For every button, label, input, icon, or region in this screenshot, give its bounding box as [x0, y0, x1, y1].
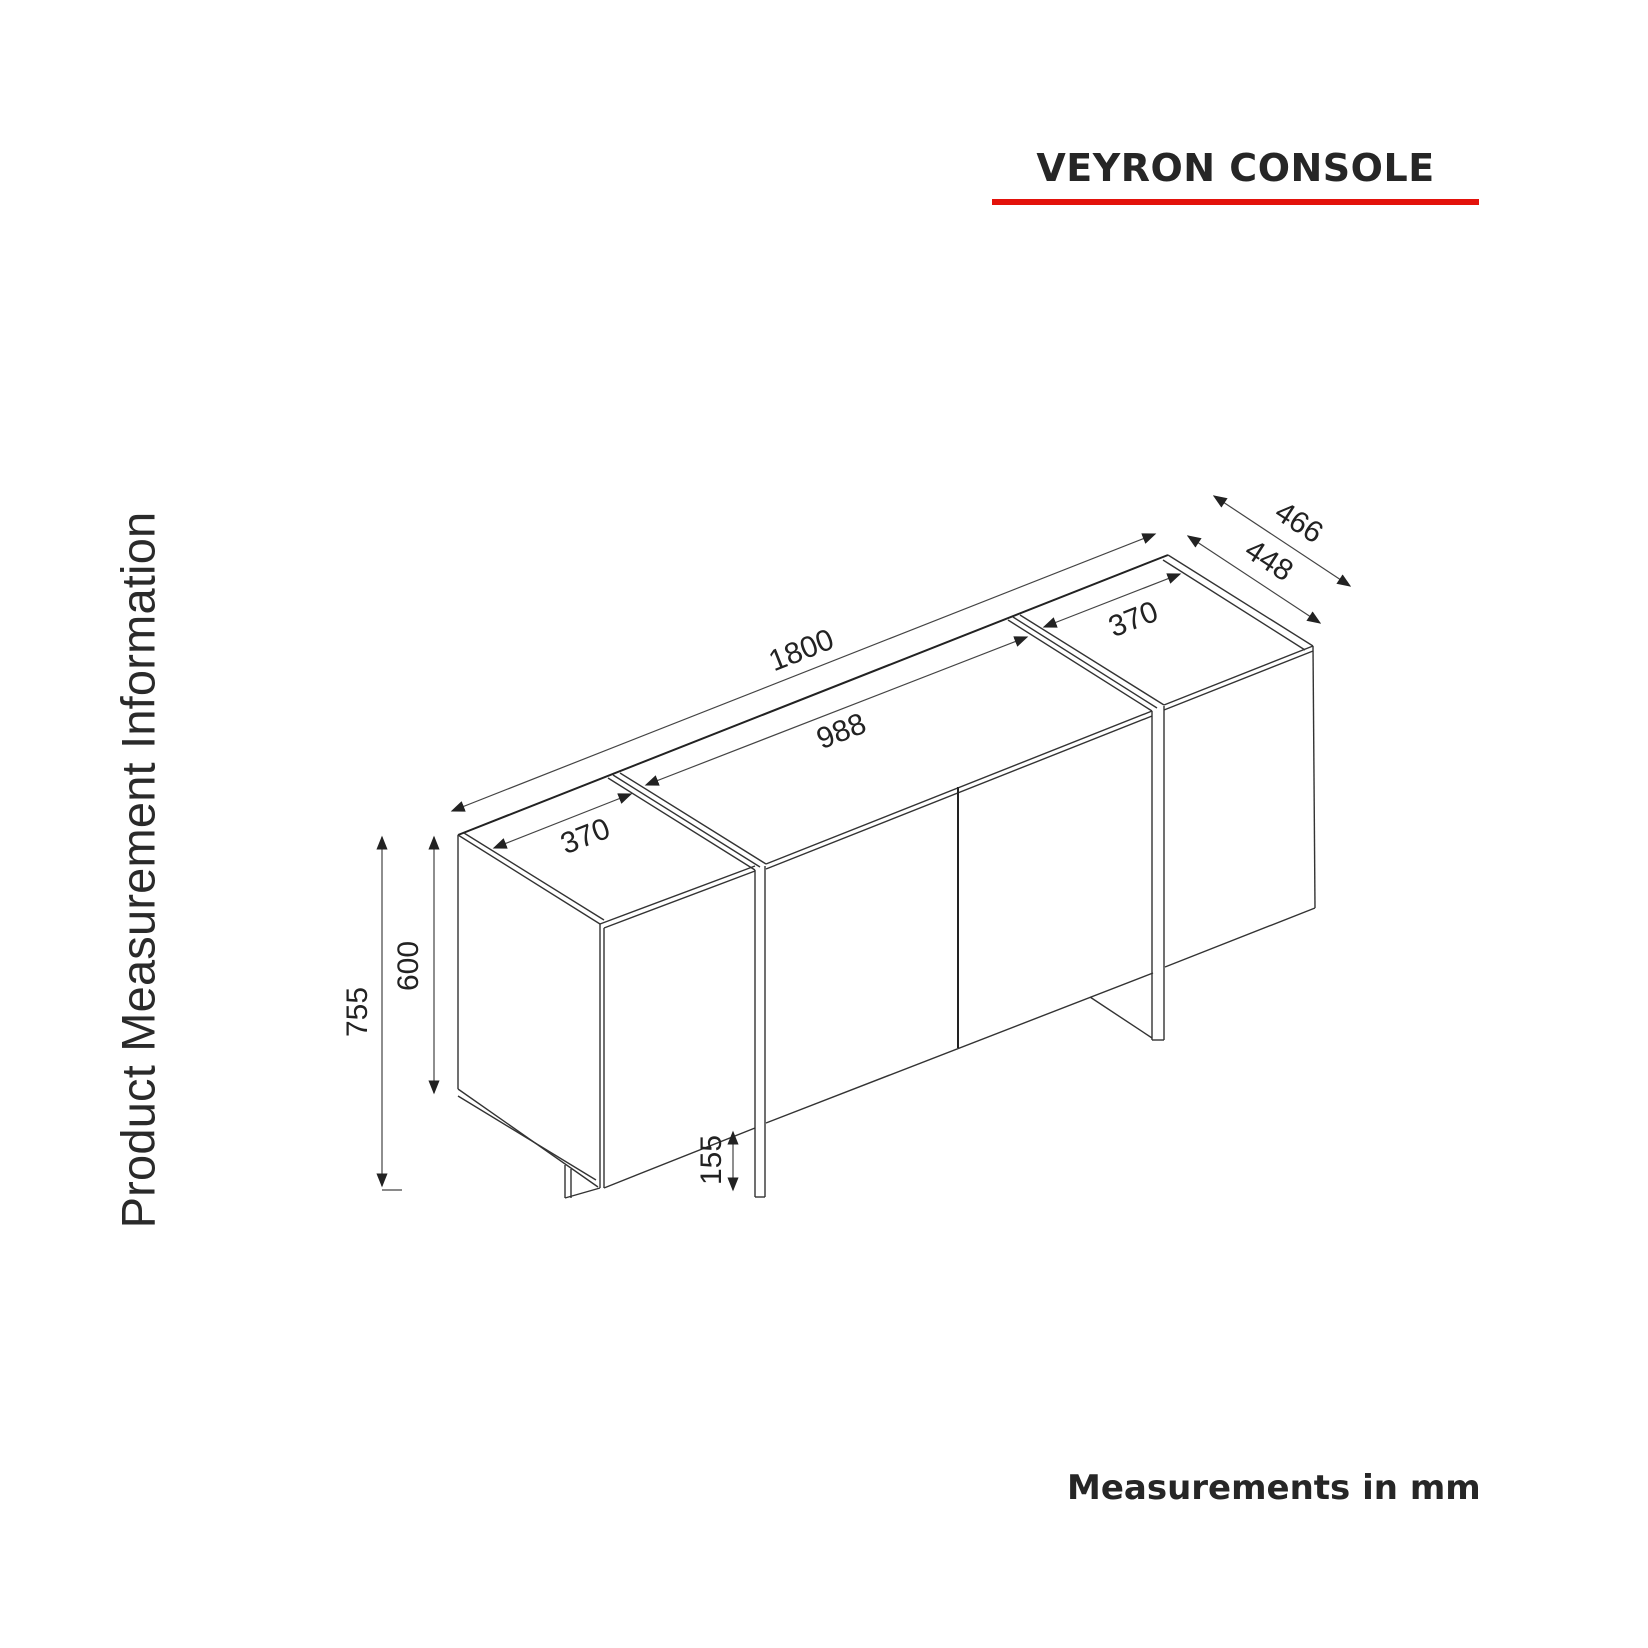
product-title: VEYRON CONSOLE	[1036, 146, 1435, 190]
dim-370-right-label: 370	[1104, 595, 1163, 644]
dim-988-line	[644, 636, 1029, 786]
dim-448-label: 448	[1239, 533, 1299, 588]
title-underline	[992, 199, 1479, 205]
dim-1800-label: 1800	[764, 623, 838, 678]
dim-466-line	[1212, 495, 1352, 587]
dim-370-left-label: 370	[556, 812, 615, 861]
units-note: Measurements in mm	[1067, 1468, 1481, 1508]
dim-600-label: 600	[392, 941, 425, 991]
dim-155-label: 155	[695, 1135, 728, 1185]
dim-466-label: 466	[1269, 495, 1329, 550]
dimension-lines	[376, 495, 1352, 1192]
dim-1800-line	[450, 533, 1157, 812]
dim-370-left-line	[492, 793, 633, 849]
dim-988-label: 988	[812, 707, 871, 756]
dim-755-label: 755	[341, 987, 374, 1037]
console-outline	[457, 554, 1316, 1199]
dim-370-right-line	[1042, 573, 1182, 628]
dimension-labels: 1800 988 370 370 448 466 755 600 155	[341, 495, 1329, 1185]
